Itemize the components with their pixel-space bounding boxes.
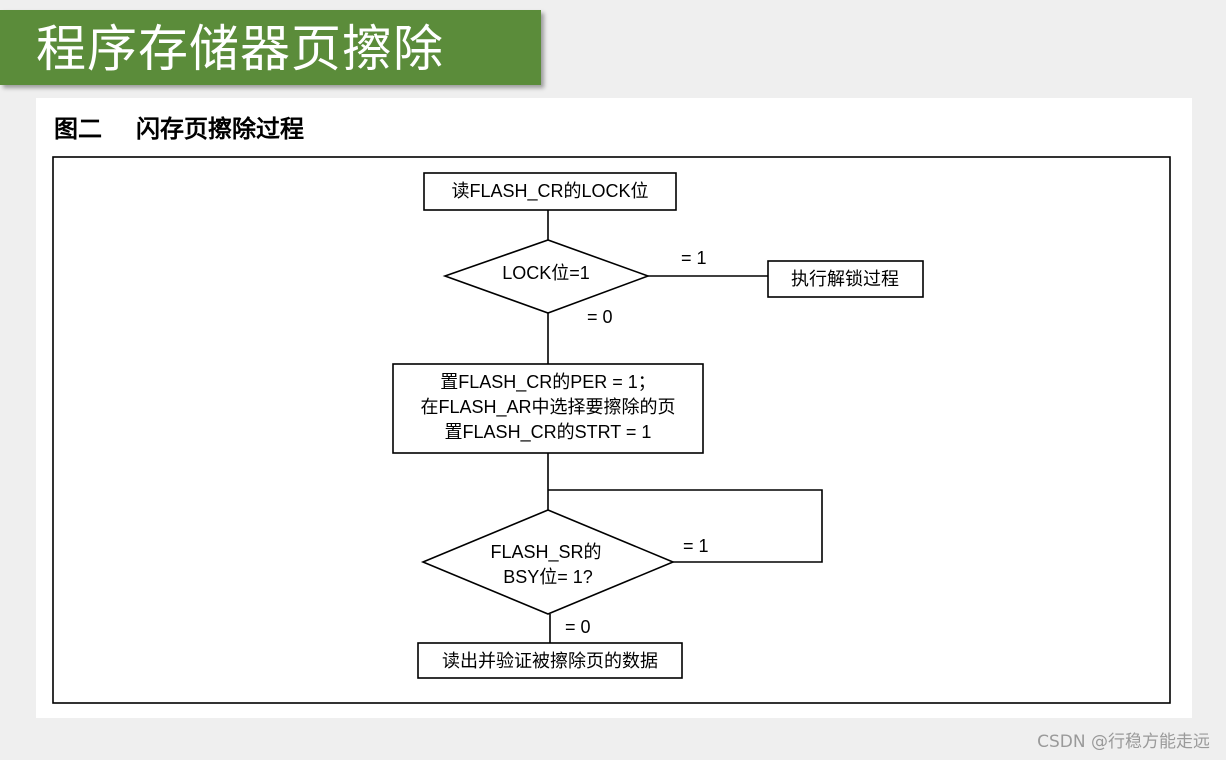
flowchart: 读FLASH_CR的LOCK位 LOCK位=1 = 1 = 0 执行解锁过程 置… (52, 156, 1171, 704)
figure-caption: 图二 闪存页擦除过程 (54, 109, 304, 144)
verify-box (417, 642, 683, 679)
figure-frame (52, 156, 1171, 704)
bsy-yes-label: = 1 (683, 536, 709, 556)
lock-decision-text: LOCK位=1 (502, 263, 590, 283)
verify-box-text: 读出并验证被擦除页的数据 (442, 651, 658, 671)
erase-process-box (392, 363, 704, 454)
title-banner: 程序存储器页擦除 (0, 10, 541, 85)
connector-lines (547, 210, 823, 643)
start-box (423, 172, 677, 211)
lock-yes-label: = 1 (681, 248, 707, 268)
figure-panel: 图二 闪存页擦除过程 读FLASH_CR的LOCK位 LOCK位=1 = 1 = … (36, 98, 1192, 718)
watermark: CSDN @行稳方能走远 (1037, 732, 1210, 752)
lock-no-label: = 0 (587, 307, 613, 327)
process-line-3: 置FLASH_CR的STRT = 1 (445, 422, 652, 443)
unlock-box-text: 执行解锁过程 (791, 269, 899, 289)
process-line-2: 在FLASH_AR中选择要擦除的页 (420, 397, 675, 418)
figure-title: 闪存页擦除过程 (136, 115, 304, 143)
bsy-decision-line-2: BSY位= 1? (503, 567, 593, 587)
process-line-1: 置FLASH_CR的PER = 1； (440, 372, 656, 393)
page-title: 程序存储器页擦除 (36, 20, 444, 78)
bsy-decision-diamond (420, 509, 676, 615)
bsy-decision-line-1: FLASH_SR的 (490, 542, 601, 563)
lock-decision-diamond (442, 239, 651, 314)
figure-label: 图二 (54, 115, 102, 143)
bsy-no-label: = 0 (565, 617, 591, 637)
unlock-box (767, 260, 924, 298)
start-box-text: 读FLASH_CR的LOCK位 (451, 181, 648, 202)
